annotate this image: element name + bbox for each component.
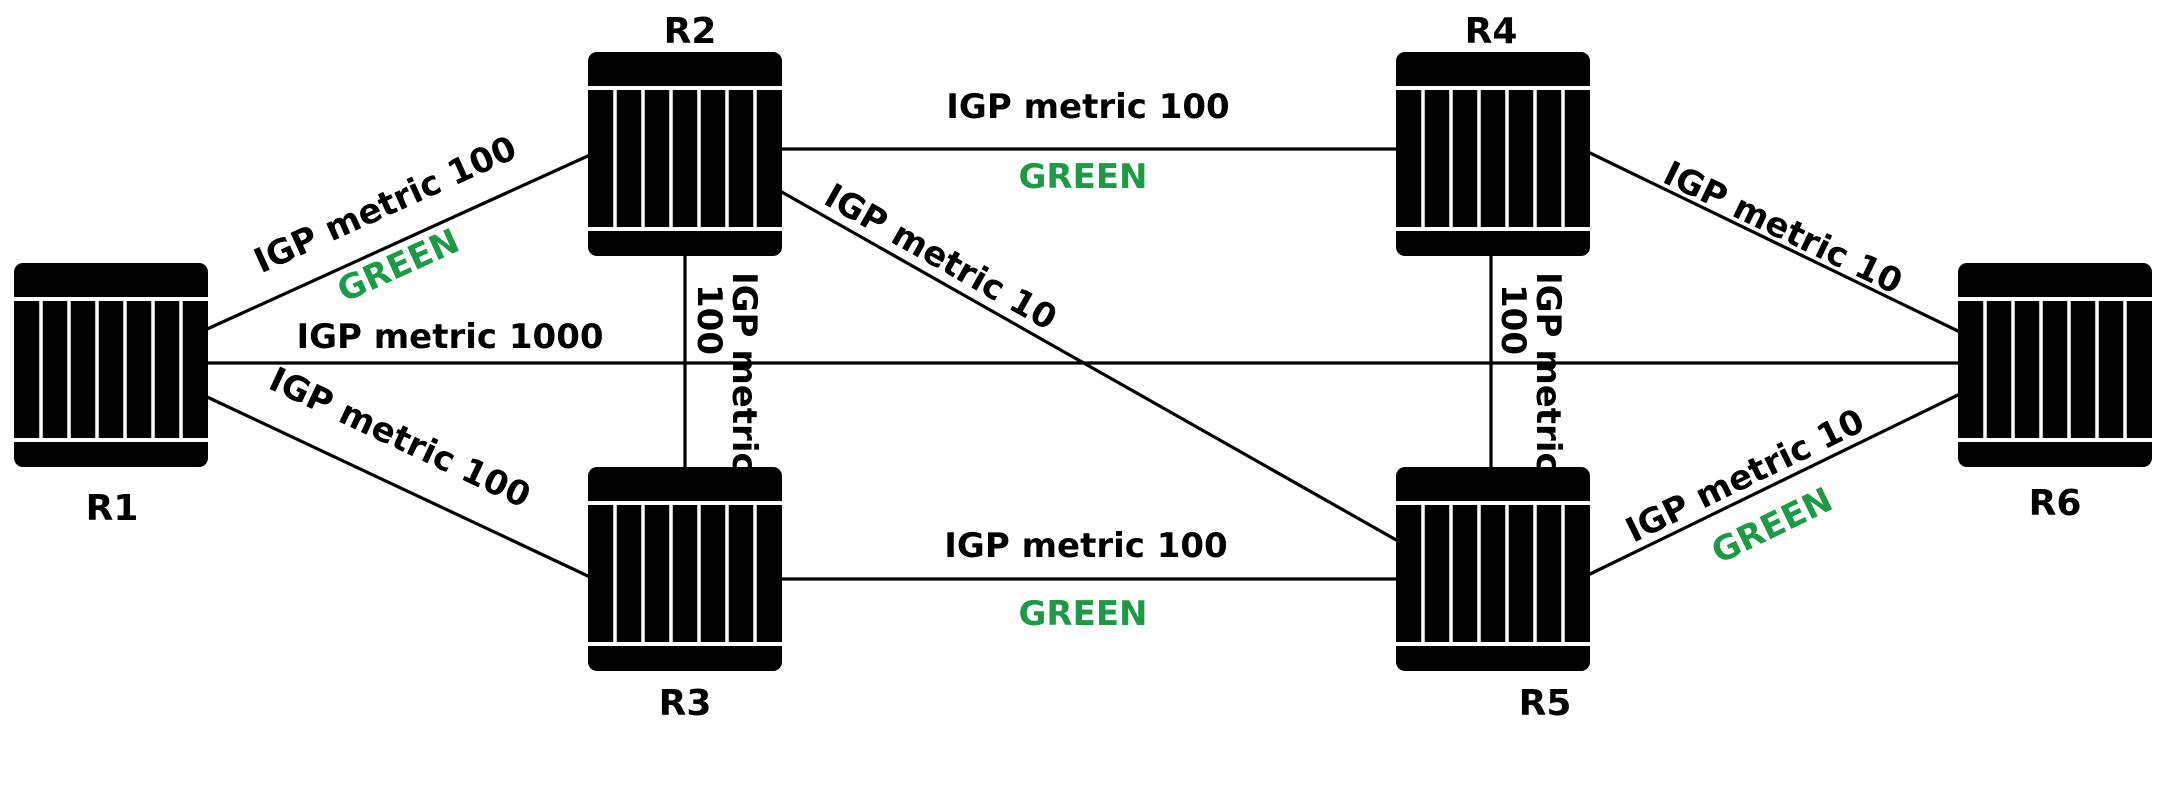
- link-r4-r6: [1587, 150, 1961, 334]
- router-icon: [586, 465, 784, 673]
- link-label-r3-r5-metric: IGP metric 100: [944, 526, 1227, 566]
- link-r1-r2: [204, 153, 591, 332]
- router-icon: [1394, 50, 1592, 258]
- router-r4[interactable]: [1394, 50, 1592, 258]
- links: [204, 147, 1961, 581]
- link-label-r3-r5-tag: GREEN: [1019, 594, 1148, 634]
- link-label-r2-r4-tag: GREEN: [1019, 157, 1148, 197]
- router-icon: [586, 50, 784, 258]
- router-r1[interactable]: [12, 261, 210, 469]
- link-label-r4-r5-value: 100: [1493, 284, 1533, 355]
- router-r5[interactable]: [1394, 465, 1592, 673]
- link-label-r2-r4-metric: IGP metric 100: [946, 87, 1229, 127]
- link-r5-r6: [1587, 392, 1961, 577]
- router-r2[interactable]: [586, 50, 784, 258]
- router-label-r5: R5: [1519, 683, 1572, 724]
- router-icon: [1394, 465, 1592, 673]
- link-label-r2-r3-value: 100: [689, 284, 729, 355]
- router-r3[interactable]: [586, 465, 784, 673]
- link-label-r4-r6-metric: IGP metric 10: [1657, 154, 1908, 303]
- link-r1-r3: [204, 394, 591, 579]
- link-label-r1-r3-metric: IGP metric 100: [263, 360, 537, 517]
- router-icon: [12, 261, 210, 469]
- link-r2-r5: [779, 189, 1399, 543]
- router-r6[interactable]: [1956, 261, 2154, 469]
- link-label-r1-r6-metric: IGP metric 1000: [296, 317, 603, 357]
- link-label-r2-r3-metric: IGP metric: [724, 272, 764, 473]
- router-label-r4: R4: [1465, 11, 1518, 52]
- link-label-r2-r5-metric: IGP metric 10: [818, 176, 1064, 339]
- link-label-r4-r5-metric: IGP metric: [1528, 272, 1568, 473]
- router-label-r1: R1: [86, 488, 139, 529]
- router-label-r3: R3: [659, 683, 712, 724]
- router-icon: [1956, 261, 2154, 469]
- router-label-r6: R6: [2029, 483, 2082, 524]
- router-label-r2: R2: [664, 11, 717, 52]
